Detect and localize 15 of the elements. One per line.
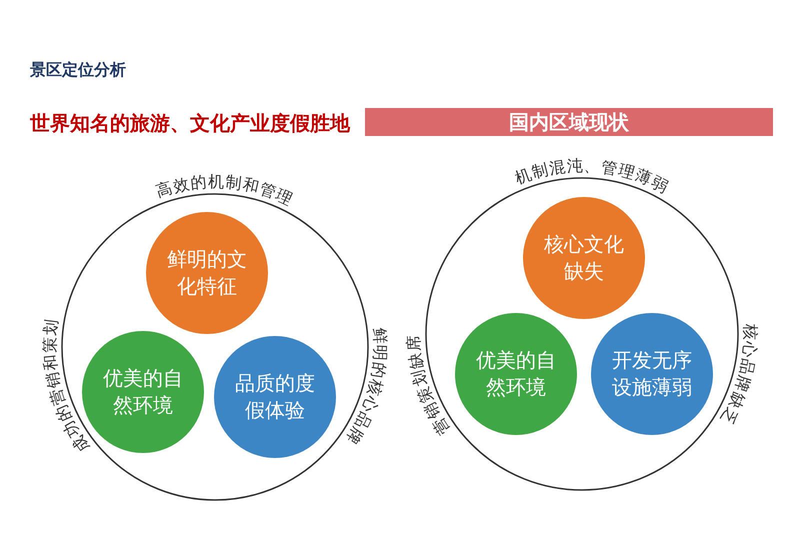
page-title: 景区定位分析 bbox=[30, 60, 126, 81]
curved-label: 营销策划缺席 bbox=[404, 334, 454, 438]
circle-label: 品质的度假体验 bbox=[234, 370, 316, 424]
curved-label: 高效的机制和管理 bbox=[154, 172, 296, 210]
banner-bar: 国内区域现状 bbox=[365, 108, 773, 136]
circle-label: 优美的自然环境 bbox=[102, 365, 184, 419]
curved-label: 成功的营销和策划 bbox=[40, 318, 94, 456]
curved-label: 机制混沌、管理薄弱 bbox=[512, 156, 672, 197]
circle-label: 鲜明的文化特征 bbox=[166, 246, 248, 300]
circle-label: 核心文化缺失 bbox=[543, 231, 625, 285]
curved-label: 核心品牌缺乏 bbox=[716, 324, 760, 429]
heading-text: 世界知名的旅游、文化产业度假胜地 bbox=[30, 110, 350, 137]
circle-label: 优美的自然环境 bbox=[475, 347, 557, 401]
curved-label: 鲜明的核心品牌 bbox=[342, 326, 390, 449]
circle-label: 开发无序设施薄弱 bbox=[611, 347, 693, 401]
